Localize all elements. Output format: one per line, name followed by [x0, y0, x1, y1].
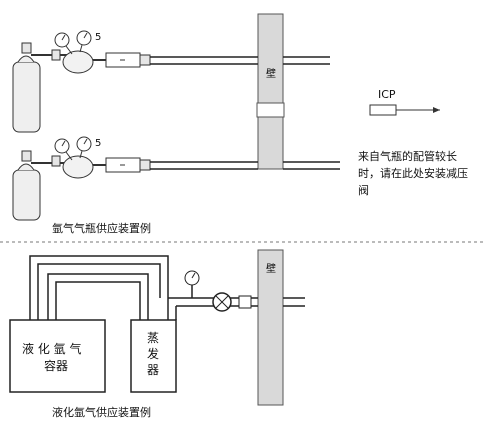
evaporator-char-2: 发	[147, 346, 159, 361]
gas-cylinder-1	[12, 42, 41, 133]
regulator-number-2: 5	[95, 138, 101, 149]
wall-slot-top	[256, 102, 285, 118]
liquid-supply-loop	[29, 255, 169, 320]
gas-pipe-2	[150, 161, 340, 170]
gas-cylinder-2	[12, 150, 41, 221]
wall-panel-bottom	[257, 249, 284, 406]
pressure-regulator-2	[31, 136, 94, 179]
wall-label-top: 壁	[266, 67, 276, 80]
icp-inlet-arrow	[369, 104, 440, 116]
flowmeter-2	[93, 157, 151, 173]
liquid-argon-container	[9, 319, 106, 393]
pressure-gauge	[184, 270, 200, 298]
shutoff-valve	[212, 292, 252, 312]
top-caption: 氩气气瓶供应装置例	[52, 221, 151, 235]
regulator-number-1: 5	[95, 32, 101, 43]
note-line-2: 时，请在此处安装减压	[358, 166, 468, 180]
evaporator	[130, 319, 177, 393]
icp-label: ICP	[378, 88, 396, 101]
note-line-3: 阀	[358, 183, 369, 197]
note-line-1: 来自气瓶的配管较长	[358, 149, 457, 163]
wall-panel-top	[257, 13, 284, 170]
container-label-line-2: 容器	[44, 358, 68, 373]
flowmeter-1	[93, 52, 151, 68]
evaporator-char-1: 蒸	[147, 331, 159, 345]
pressure-regulator-1	[31, 30, 94, 74]
gas-pipe-1	[150, 56, 330, 65]
bottom-caption: 液化氩气供应装置例	[52, 405, 151, 419]
container-label-line-1: 液 化 氩 气	[22, 341, 81, 356]
evaporator-outlet-pipe	[167, 297, 305, 320]
evaporator-char-3: 器	[147, 363, 159, 377]
wall-label-bottom: 壁	[266, 262, 276, 275]
